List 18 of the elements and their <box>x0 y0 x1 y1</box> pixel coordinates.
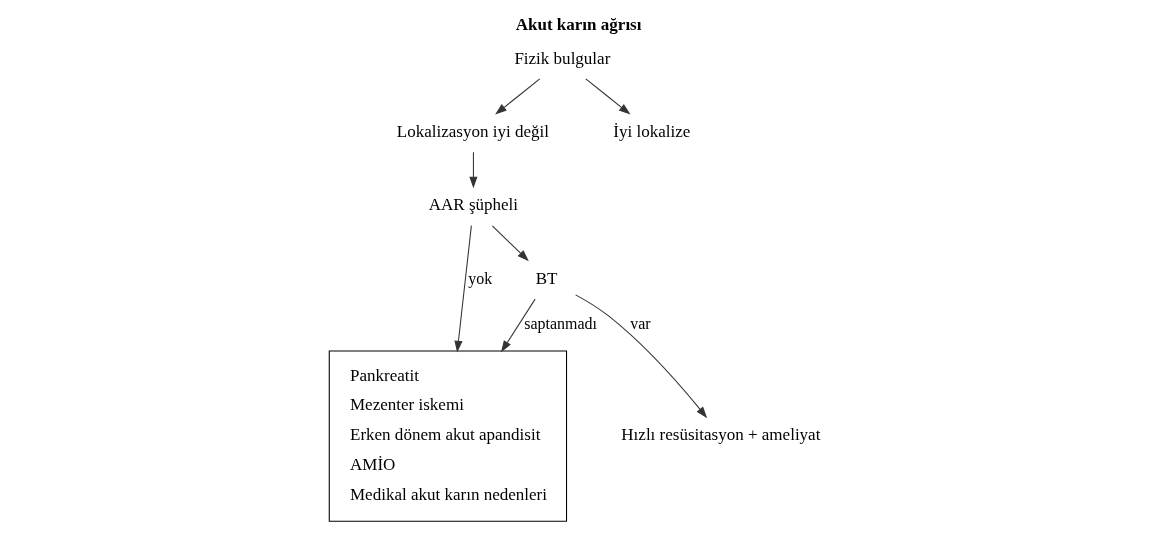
arrow <box>495 78 541 115</box>
node-text: Fizik bulgular <box>514 48 611 68</box>
node-text: Lokalizasyon iyi değil <box>396 121 549 141</box>
node-text: Hızlı resüsitasyon + ameliyat <box>621 425 821 445</box>
node-text: BT <box>535 268 558 288</box>
diagram-title: Akut karın ağrısı <box>515 14 642 34</box>
arrow <box>575 294 708 419</box>
node-text: İyi lokalize <box>613 121 691 141</box>
edge-label: yok <box>468 269 493 287</box>
edge-label: var <box>630 314 651 332</box>
arrow <box>585 78 631 115</box>
arrow <box>491 225 529 262</box>
node-text: AAR şüpheli <box>428 195 519 215</box>
arrow <box>454 225 472 353</box>
arrow <box>469 151 478 189</box>
arrow <box>501 298 536 353</box>
edge-label: saptanmadı <box>524 314 598 332</box>
node-box: Pankreatit Mezenter iskemi Erken dönem akut apandisit AMİO Medikal akut karın nedenleri <box>328 350 568 522</box>
